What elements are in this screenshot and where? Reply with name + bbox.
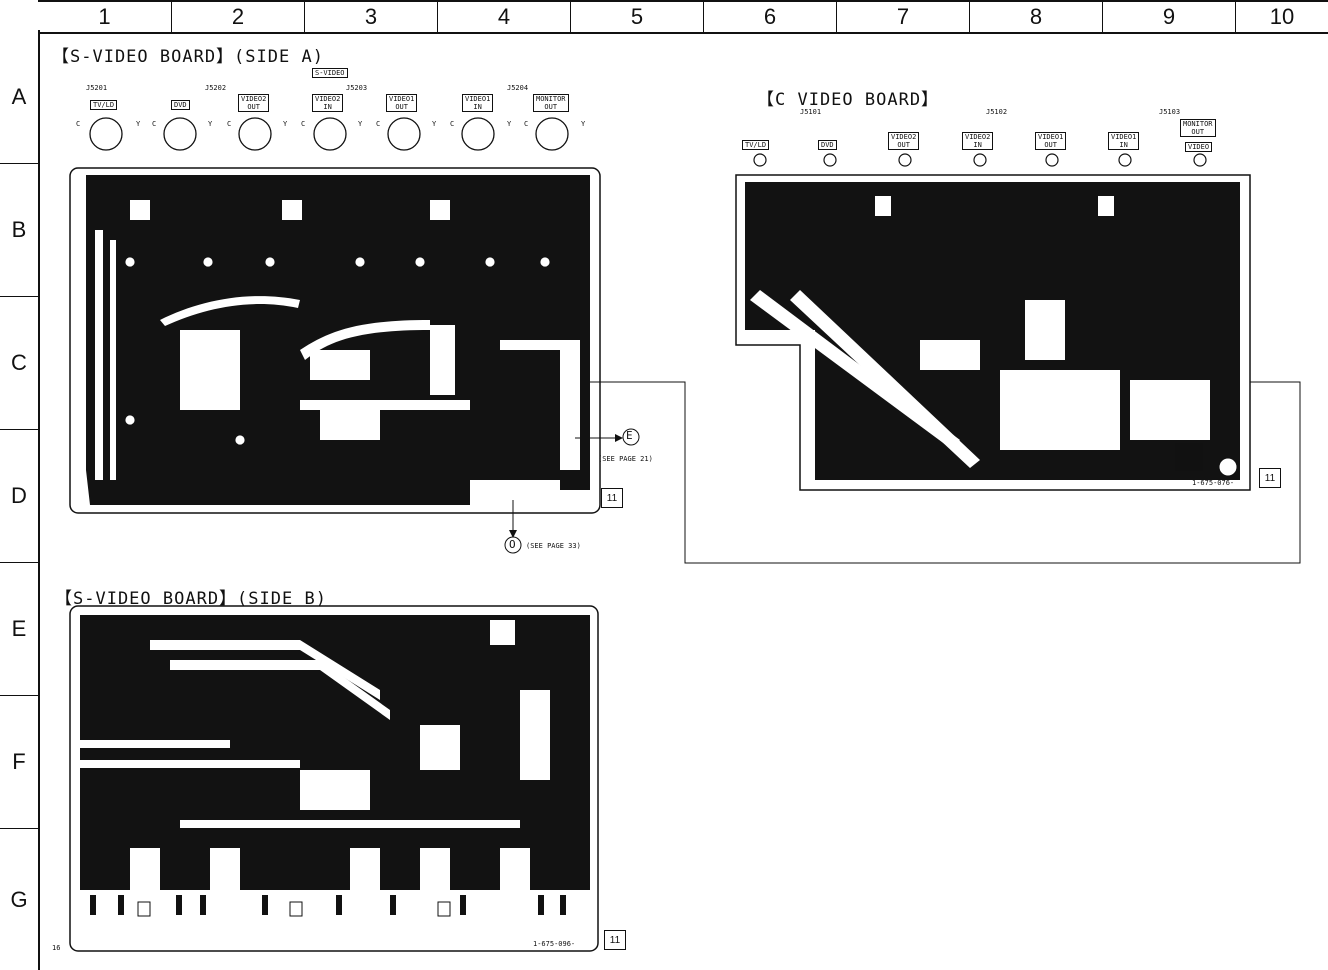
s-video-side-a-title: 【S-VIDEO BOARD】(SIDE A) bbox=[52, 47, 324, 67]
pin-c-1: C bbox=[76, 120, 81, 128]
pin-y-4: Y bbox=[358, 120, 363, 128]
c-jack-label-video2-in: VIDEO2 IN bbox=[962, 132, 994, 150]
jack-ref-j5103: J5103 bbox=[1159, 108, 1181, 116]
pin-y-5: Y bbox=[432, 120, 437, 128]
pin-c-5: C bbox=[376, 120, 381, 128]
column-7: 7 bbox=[836, 2, 969, 32]
jack-ref-j5203: J5203 bbox=[346, 84, 368, 92]
connector-o-note: (SEE PAGE 33) bbox=[526, 542, 581, 550]
jack-ref-j5201: J5201 bbox=[86, 84, 108, 92]
c-jack-label-tv-ld: TV/LD bbox=[742, 140, 770, 150]
pin-y-1: Y bbox=[136, 120, 141, 128]
connector-e-note: (SEE PAGE 21) bbox=[598, 455, 653, 463]
column-5: 5 bbox=[570, 2, 703, 32]
c-jack-label-video1-in: VIDEO1 IN bbox=[1108, 132, 1140, 150]
row-C: C bbox=[0, 296, 38, 429]
pin-c-2: C bbox=[152, 120, 157, 128]
column-1: 1 bbox=[98, 4, 111, 29]
row-E: E bbox=[0, 562, 38, 695]
jack-label-video2-out: VIDEO2 OUT bbox=[238, 94, 270, 112]
row-D: D bbox=[0, 429, 38, 562]
column-9: 9 bbox=[1102, 2, 1235, 32]
row-A: A bbox=[11, 83, 27, 109]
jack-label-tv-ld: TV/LD bbox=[90, 100, 118, 110]
connector-e-label: E bbox=[626, 429, 633, 442]
c-jack-label-video: VIDEO bbox=[1185, 142, 1213, 152]
pin-c-7: C bbox=[524, 120, 529, 128]
column-8: 8 bbox=[969, 2, 1102, 32]
jack-label-video1-out: VIDEO1 OUT bbox=[386, 94, 418, 112]
s-video-side-b-ref-box: 11 bbox=[604, 930, 626, 950]
jack-ref-j5202: J5202 bbox=[205, 84, 227, 92]
page-number: 16 bbox=[52, 944, 61, 952]
pin-c-3: C bbox=[227, 120, 232, 128]
s-video-side-a-ref-box: 11 bbox=[601, 488, 623, 508]
c-video-part-number: 1-675-076- bbox=[1192, 479, 1235, 487]
row-header: A B C D E F G bbox=[0, 30, 40, 970]
row-G: G bbox=[0, 828, 38, 970]
row-B: B bbox=[0, 163, 38, 296]
pin-y-3: Y bbox=[283, 120, 288, 128]
pin-y-2: Y bbox=[208, 120, 213, 128]
jack-label-video2-in: VIDEO2 IN bbox=[312, 94, 344, 112]
c-jack-label-video1-out: VIDEO1 OUT bbox=[1035, 132, 1067, 150]
c-video-board-title: 【C VIDEO BOARD】 bbox=[757, 90, 940, 110]
connector-o-label: O bbox=[509, 538, 516, 551]
pin-c-6: C bbox=[450, 120, 455, 128]
c-jack-label-video2-out: VIDEO2 OUT bbox=[888, 132, 920, 150]
c-jack-label-dvd: DVD bbox=[818, 140, 837, 150]
s-video-group-label: S-VIDEO bbox=[312, 68, 348, 78]
jack-label-monitor-out: MONITOR OUT bbox=[533, 94, 569, 112]
jack-label-dvd: DVD bbox=[171, 100, 190, 110]
jack-ref-j5102: J5102 bbox=[986, 108, 1008, 116]
row-F: F bbox=[0, 695, 38, 828]
pin-y-7: Y bbox=[581, 120, 586, 128]
c-video-ref-box: 11 bbox=[1259, 468, 1281, 488]
jack-ref-j5101: J5101 bbox=[800, 108, 822, 116]
column-3: 3 bbox=[304, 2, 437, 32]
column-header: 1 2 3 4 5 6 7 8 9 10 bbox=[38, 0, 1328, 34]
jack-ref-j5204: J5204 bbox=[507, 84, 529, 92]
column-6: 6 bbox=[703, 2, 836, 32]
pin-c-4: C bbox=[301, 120, 306, 128]
s-video-side-b-part-number: 1-675-096- bbox=[533, 940, 576, 948]
column-2: 2 bbox=[171, 2, 304, 32]
column-4: 4 bbox=[437, 2, 570, 32]
s-video-side-b-title: 【S-VIDEO BOARD】(SIDE B) bbox=[55, 589, 327, 609]
jack-label-video1-in: VIDEO1 IN bbox=[462, 94, 494, 112]
column-10: 10 bbox=[1235, 2, 1328, 32]
c-jack-label-monitor-out: MONITOR OUT bbox=[1180, 119, 1216, 137]
pin-y-6: Y bbox=[507, 120, 512, 128]
